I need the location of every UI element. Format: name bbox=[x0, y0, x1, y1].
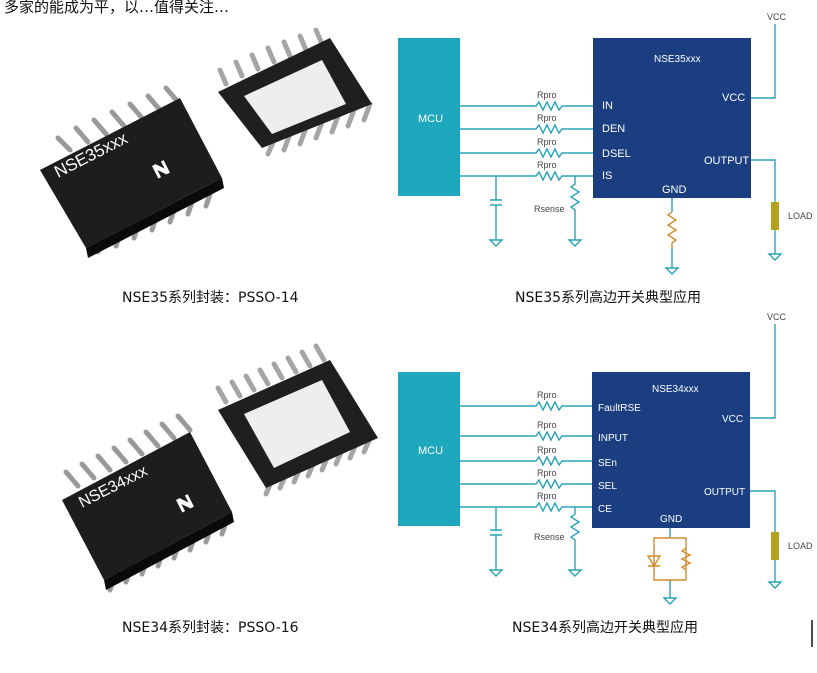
section-nse34: NSE34xxx NSE34系列封装：PSSO-16 MC bbox=[62, 312, 813, 636]
rpro-label: Rpro bbox=[537, 420, 557, 430]
novosense-logo-icon bbox=[152, 160, 170, 179]
nse35-circuit-caption: NSE35系列高边开关典型应用 bbox=[515, 289, 701, 306]
pin-vcc: VCC bbox=[722, 92, 745, 104]
pin-vcc: VCC bbox=[722, 414, 743, 425]
mcu-block bbox=[398, 372, 460, 526]
section-nse35: NSE35xxx NSE35系列封装：PSSO-14 MC bbox=[40, 12, 813, 306]
gnd-resistor bbox=[666, 211, 678, 248]
circuit-nse34: MCU NSE34xxx FaultRSE INPUT SEn SEL CE V… bbox=[398, 312, 813, 605]
chip-nse34-bottom bbox=[215, 343, 378, 497]
load-element bbox=[771, 202, 779, 230]
rpro-label: Rpro bbox=[537, 160, 557, 170]
circuit-nse35: MCU NSE35xxx IN DEN DSEL IS VCC OUTPUT G… bbox=[398, 12, 813, 275]
vcc-rail-label: VCC bbox=[767, 312, 787, 322]
nse34-circuit-caption: NSE34系列高边开关典型应用 bbox=[512, 619, 698, 636]
rpro-label: Rpro bbox=[537, 390, 557, 400]
pin-gnd: GND bbox=[662, 184, 687, 196]
pin-ce: CE bbox=[598, 504, 612, 515]
pin-is: IS bbox=[602, 170, 612, 182]
load-label: LOAD bbox=[788, 541, 813, 551]
ic-name: NSE35xxx bbox=[654, 54, 701, 65]
rpro-label: Rpro bbox=[537, 468, 557, 478]
rpro-label: Rpro bbox=[537, 113, 557, 123]
rpro-label: Rpro bbox=[537, 90, 557, 100]
chip-nse34-top: NSE34xxx bbox=[62, 413, 234, 593]
chip-nse35-bottom bbox=[217, 27, 373, 157]
load-label: LOAD bbox=[788, 211, 813, 221]
nse34-package-caption: NSE34系列封装：PSSO-16 bbox=[122, 620, 299, 636]
pin-output: OUTPUT bbox=[704, 487, 745, 498]
pin-in: IN bbox=[602, 100, 613, 112]
pin-output: OUTPUT bbox=[704, 155, 750, 167]
rpro-label: Rpro bbox=[537, 445, 557, 455]
rsense-label: Rsense bbox=[534, 204, 565, 214]
rpro-label: Rpro bbox=[537, 137, 557, 147]
load-element bbox=[771, 532, 779, 560]
pin-sel: SEL bbox=[598, 481, 617, 492]
novosense-logo-icon bbox=[176, 494, 194, 513]
mcu-label: MCU bbox=[418, 113, 443, 125]
mcu-block bbox=[398, 38, 460, 196]
nse35-package-caption: NSE35系列封装：PSSO-14 bbox=[122, 290, 299, 306]
pin-dsel: DSEL bbox=[602, 148, 631, 160]
pin-gnd: GND bbox=[660, 514, 682, 525]
vcc-rail-label: VCC bbox=[767, 12, 787, 22]
pin-faultrse: FaultRSE bbox=[598, 403, 641, 414]
gnd-diode-resistor-network bbox=[646, 537, 692, 581]
ic-block bbox=[592, 372, 750, 528]
rsense-label: Rsense bbox=[534, 532, 565, 542]
rpro-label: Rpro bbox=[537, 491, 557, 501]
ic-name: NSE34xxx bbox=[652, 384, 699, 395]
mcu-label: MCU bbox=[418, 445, 443, 457]
pin-sen: SEn bbox=[598, 458, 617, 469]
chip-nse35-top: NSE35xxx bbox=[40, 85, 224, 258]
pin-den: DEN bbox=[602, 123, 625, 135]
pin-input: INPUT bbox=[598, 433, 628, 444]
top-partial-text: 多家的能成为平，以…值得关注… bbox=[4, 0, 229, 16]
ic-block bbox=[593, 38, 751, 198]
